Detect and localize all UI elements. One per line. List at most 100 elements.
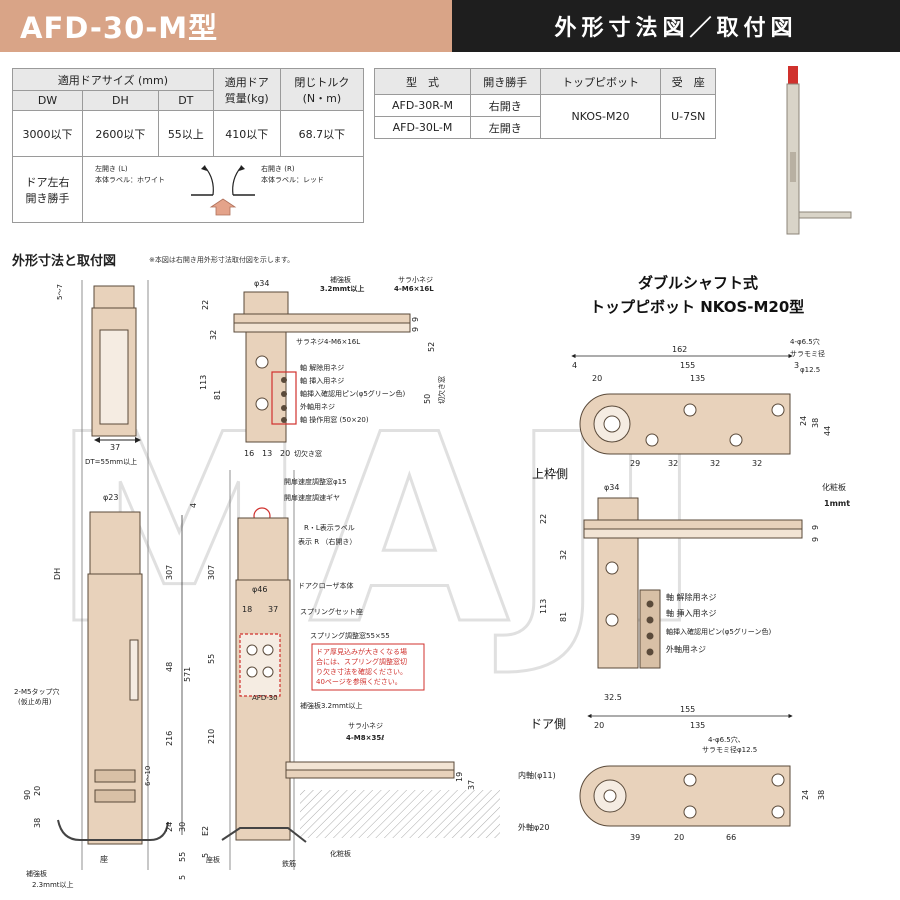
- mid-callout-2: 軸 挿入用ネジ: [300, 376, 344, 385]
- left-dim-307: 307: [165, 565, 174, 580]
- pivot-plan-view: 4-φ6.5穴 サラモミ径 φ12.5 162 4 155 3 20 135 2…: [571, 337, 832, 468]
- mid-dim-16: 16: [244, 449, 254, 458]
- spec-table: 適用ドアサイズ (mm) 適用ドア質量(kg) 閉じトルク(N・m) DW DH…: [12, 68, 365, 223]
- pivot-title-1: ダブルシャフト式: [638, 274, 758, 292]
- upper-dim-9b: 9: [811, 537, 820, 542]
- hand-col-header: 開き勝手: [469, 68, 541, 95]
- warning-line-3: り欠き寸法を確認ください。: [316, 667, 407, 676]
- door-dim-24: 24: [801, 790, 810, 800]
- upper-phi34: φ34: [604, 483, 619, 492]
- warning-box: [311, 643, 425, 691]
- door-dim-155: 155: [680, 705, 695, 714]
- mid-dim-22: 22: [201, 300, 210, 310]
- mid-plate-label: 補強板: [330, 275, 351, 284]
- left-dim-6-10: 6〜10: [144, 766, 152, 786]
- dt-value: 55以上: [157, 110, 214, 157]
- body-dim-37: 37: [268, 605, 278, 614]
- base-label: 座: [100, 854, 108, 864]
- mid-callout-4: 外軸用ネジ: [300, 402, 335, 411]
- mid-dim-81: 81: [213, 390, 222, 400]
- trim-label: 化粧板: [330, 849, 351, 858]
- rl-note: 表示 R （右開き）: [298, 537, 356, 546]
- plan-dim-38: 38: [811, 418, 820, 428]
- dh-value: 2600以下: [82, 110, 159, 157]
- plate-note: 2.3mmt以上: [32, 880, 74, 889]
- mid-dim-113: 113: [199, 375, 208, 390]
- mid-screw-note: 4-M6×16L: [394, 285, 434, 293]
- left-dim-55: 55: [178, 852, 187, 862]
- upper-dim-32: 32: [559, 550, 568, 560]
- body-plate-label: 補強板3.2mmt以上: [300, 701, 363, 710]
- upper-frame-view: 上枠側 φ34 化粧板 1mmt 22 32 113 81 9 9 32.5 軸…: [532, 467, 850, 702]
- upper-callout-3: 軸挿入確認用ピン(φ5グリーン色): [666, 627, 771, 636]
- door-side-label: ドア側: [530, 717, 566, 731]
- door-side-view: ドア側 155 20 135 4-φ6.5穴、 サラモミ径φ12.5 内軸(φ1…: [518, 705, 826, 842]
- pivot-col-header: トップピボット: [539, 68, 662, 95]
- closer-body-label: ドアクローザ本体: [298, 581, 354, 590]
- mid-cut-window-2: 切欠き窓: [294, 449, 322, 458]
- weight-value: 410以下: [212, 110, 281, 157]
- plan-dim-29: 29: [630, 459, 640, 468]
- right-hand-note: 本体ラベル：レッド: [261, 175, 324, 184]
- door-hole-2: サラモミ径φ12.5: [702, 745, 757, 754]
- door-dim-135: 135: [690, 721, 705, 730]
- upper-dim-32-5: 32.5: [604, 693, 622, 702]
- section-title: 外形寸法図／取付図: [554, 16, 798, 41]
- middle-body: AFD-30 開扉速度調整窓φ15 開扉速度調速ギヤ R・L表示ラベル 表示 R…: [189, 470, 500, 870]
- plan-hole-3: φ12.5: [800, 366, 820, 374]
- section-note: ※本図は右開き用外形寸法取付図を示します。: [149, 256, 295, 264]
- body-dim-18: 18: [242, 605, 252, 614]
- left-dim-38: 38: [33, 818, 42, 828]
- right-hand-label: 右開き (R): [261, 164, 295, 173]
- left-dim-37: 37: [110, 443, 120, 452]
- plan-dim-155: 155: [680, 361, 695, 370]
- base-plate-label: 座板: [206, 855, 220, 864]
- body-dim-19: 19: [455, 772, 464, 782]
- door-dim-20b: 20: [674, 833, 684, 842]
- left-dim-48: 48: [165, 662, 174, 672]
- spring-adjust-label: スプリング調整窓55×55: [310, 631, 390, 640]
- model-title: AFD-30-M型: [20, 11, 219, 45]
- body-dim-37b: 37: [467, 780, 476, 790]
- dh-header: DH: [82, 90, 159, 111]
- plan-dim-32a: 32: [668, 459, 678, 468]
- m5-tap-label: 2-M5タップ穴: [14, 687, 59, 696]
- upper-frame-label: 上枠側: [532, 467, 568, 481]
- body-dim-4: 4: [189, 503, 198, 508]
- mid-dim-9a: 9: [411, 317, 420, 322]
- upper-callout-1: 軸 解除用ネジ: [666, 592, 717, 602]
- speed-window-label: 開扉速度調整窓φ15: [284, 477, 347, 486]
- mid-screw-label: サラ小ネジ: [398, 275, 433, 284]
- mid-dim-20: 20: [280, 449, 290, 458]
- door-dim-38: 38: [817, 790, 826, 800]
- mid-dim-52: 52: [427, 342, 436, 352]
- left-dim-5-7: 5〜7: [56, 284, 64, 300]
- seat-value: U-7SN: [660, 94, 716, 139]
- body-dim-210: 210: [207, 729, 216, 744]
- section-title-bar: 外形寸法図／取付図: [452, 0, 900, 52]
- section-heading: 外形寸法と取付図: [12, 254, 117, 269]
- body-dim-55: 55: [207, 654, 216, 664]
- left-hand-note: 本体ラベル：ホワイト: [95, 175, 165, 184]
- warning-line-4: 40ページを参照ください。: [316, 677, 402, 686]
- mid-dim-13: 13: [262, 449, 272, 458]
- mid-cut-window: 切欠き窓: [437, 376, 446, 404]
- mid-dim-50: 50: [423, 394, 432, 404]
- pivot-red-cap: [788, 66, 798, 84]
- plan-dim-32b: 32: [710, 459, 720, 468]
- plan-dim-135: 135: [690, 374, 705, 383]
- plan-dim-4: 4: [572, 361, 577, 370]
- model-tag: AFD-30: [252, 694, 278, 702]
- dt-header: DT: [157, 90, 214, 111]
- plan-hole-2: サラモミ径: [790, 349, 825, 358]
- plan-dim-44: 44: [823, 426, 832, 436]
- upper-dim-81: 81: [559, 612, 568, 622]
- body-screw-note: 4-M8×35ℓ: [346, 734, 385, 742]
- rebar-label: 鉄筋: [282, 859, 296, 868]
- model-title-bar: AFD-30-M型: [0, 0, 452, 52]
- mid-plate-note: 3.2mmt以上: [320, 284, 364, 293]
- plan-dim-24: 24: [799, 416, 808, 426]
- model-col-header: 型 式: [374, 68, 471, 95]
- mid-screw2: サラネジ4-M6×16L: [296, 338, 360, 346]
- left-phi23: φ23: [103, 493, 118, 502]
